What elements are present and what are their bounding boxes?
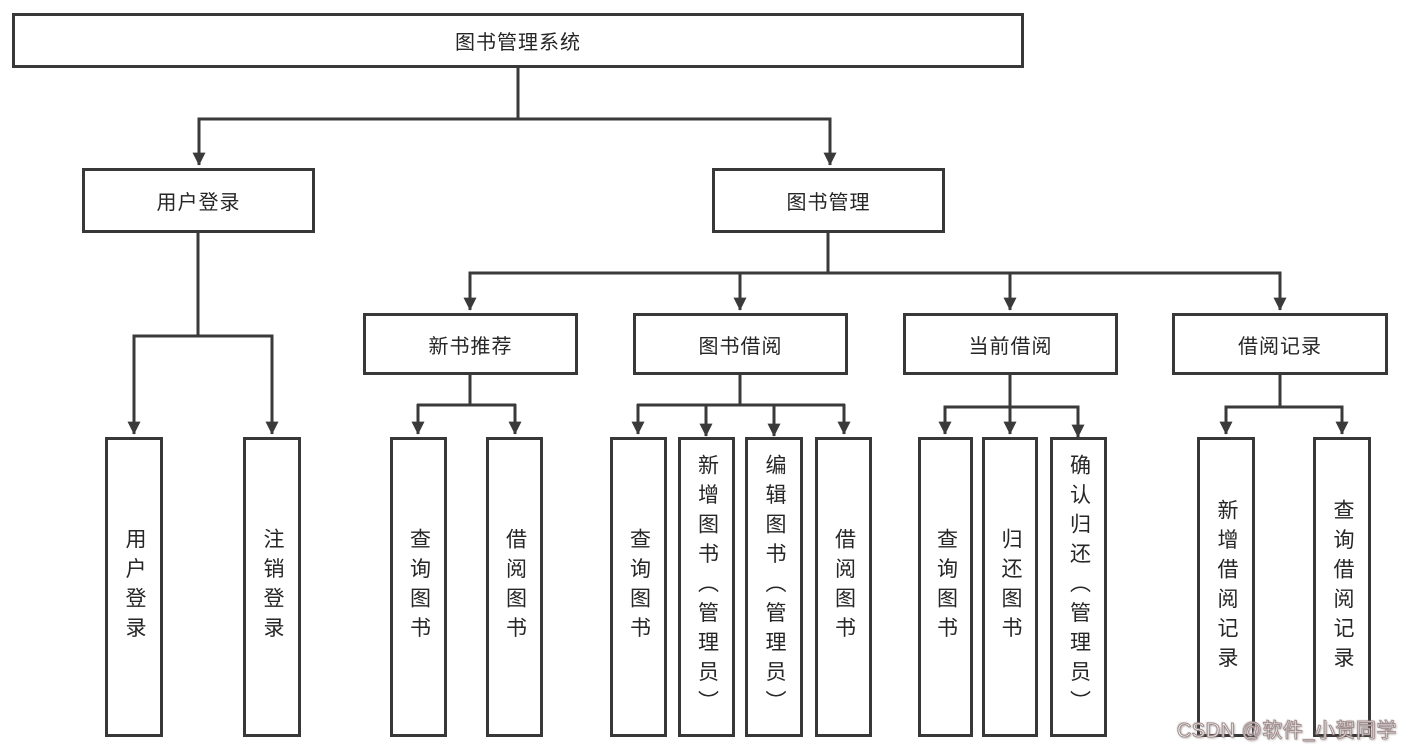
leaf-borrow-books-recommend: 借阅图书: [486, 437, 543, 737]
leaf-confirm-return-admin: 确认归还（管理员）: [1050, 437, 1107, 737]
node-user-login: 用户登录: [82, 168, 315, 233]
leaf-query-books-borrowing: 查询图书: [610, 437, 667, 737]
leaf-edit-books-admin: 编辑图书（管理员）: [745, 437, 803, 737]
leaf-logout-login: 注销登录: [243, 437, 301, 737]
node-library-management-system: 图书管理系统: [12, 13, 1024, 68]
node-current-borrowing: 当前借阅: [903, 313, 1118, 375]
csdn-watermark: CSDN @软件_小贺同学: [1176, 720, 1397, 743]
node-new-book-recommendation: 新书推荐: [363, 313, 578, 375]
node-borrowing-records: 借阅记录: [1172, 313, 1388, 375]
leaf-query-borrow-record: 查询借阅记录: [1313, 437, 1371, 737]
leaf-query-books-current: 查询图书: [918, 437, 973, 737]
leaf-add-books-admin: 新增图书（管理员）: [678, 437, 735, 737]
node-book-management: 图书管理: [712, 168, 945, 233]
leaf-user-login: 用户登录: [105, 437, 163, 737]
leaf-add-borrow-record: 新增借阅记录: [1197, 437, 1255, 737]
leaf-return-books: 归还图书: [982, 437, 1038, 737]
node-book-borrowing: 图书借阅: [633, 313, 848, 375]
leaf-borrow-books-borrowing: 借阅图书: [815, 437, 872, 737]
leaf-query-books-recommend: 查询图书: [390, 437, 447, 737]
